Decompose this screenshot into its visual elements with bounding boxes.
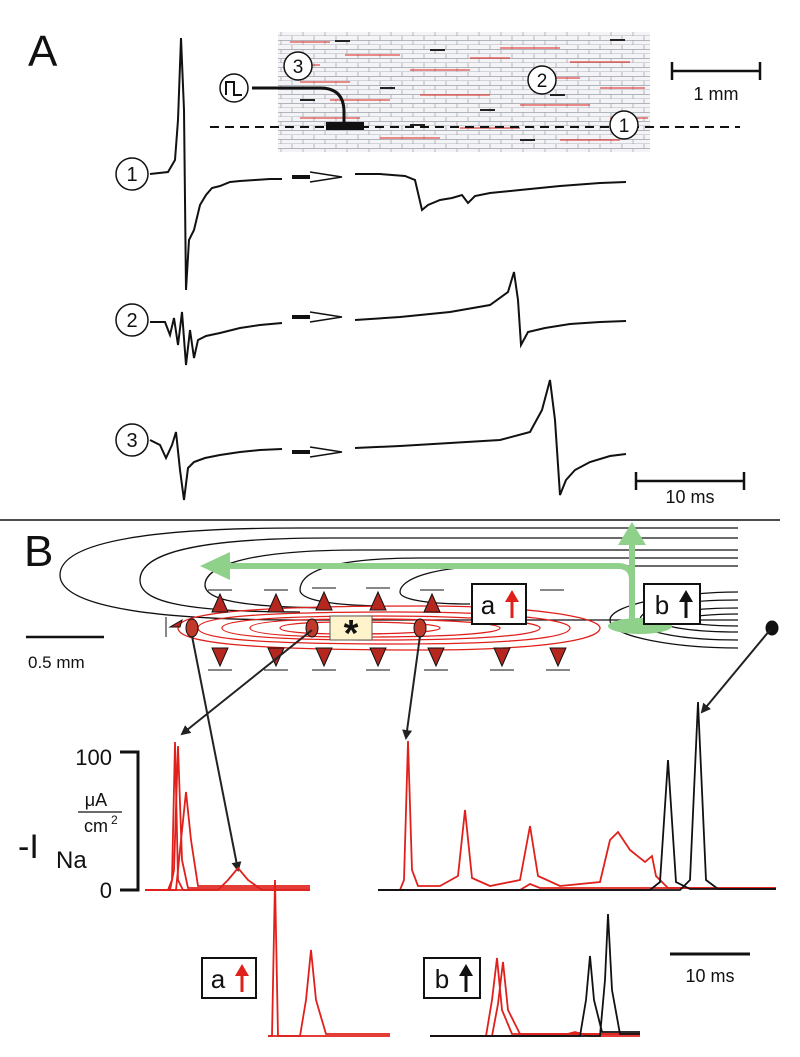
svg-text:1: 1 <box>619 116 630 137</box>
trace-label-3: 3 <box>115 423 149 457</box>
trace-1-left <box>149 37 282 291</box>
svg-text:*: * <box>344 613 359 655</box>
svg-text:b: b <box>435 964 449 994</box>
y-axis-label: -I <box>18 828 39 866</box>
svg-text:10 ms: 10 ms <box>665 487 714 507</box>
svg-text:1: 1 <box>126 164 137 186</box>
electrode-markers <box>165 587 570 671</box>
box-b-bottom: b <box>423 957 481 999</box>
skip-arrow-1 <box>292 171 343 183</box>
svg-text:b: b <box>655 590 669 620</box>
skip-arrow-2 <box>292 311 343 323</box>
scale-bar-10ms-a: 10 ms <box>634 472 746 507</box>
pointer-arrows <box>180 629 771 872</box>
unit-superscript: 2 <box>111 813 118 827</box>
panel-b-label: B <box>24 527 53 576</box>
scale-bar-10ms-b: 10 ms <box>670 952 750 986</box>
isochrone-contours-red <box>177 605 601 651</box>
current-traces-a <box>268 879 390 1037</box>
stim-symbol <box>219 73 249 103</box>
stim-electrode <box>326 122 364 130</box>
svg-text:2: 2 <box>126 310 137 332</box>
panel-a-label: A <box>28 27 58 76</box>
box-a-up-red: a <box>471 583 527 625</box>
trace-3-left <box>149 431 283 501</box>
scale-bar-1mm: 1 mm <box>670 62 762 104</box>
svg-text:3: 3 <box>126 430 137 452</box>
trace-3-right <box>354 379 627 496</box>
svg-text:3: 3 <box>293 57 304 78</box>
stimulus-site-star: * <box>329 613 373 655</box>
site-marker-2: 2 <box>527 65 557 95</box>
unit-numerator: μA <box>85 790 107 810</box>
skip-arrow-3 <box>292 446 343 458</box>
svg-text:10 ms: 10 ms <box>685 966 734 986</box>
unit-denominator: cm <box>84 816 108 836</box>
site-marker-1: 1 <box>609 110 639 140</box>
y-tick-100: 100 <box>75 745 112 770</box>
site-marker-3: 3 <box>283 51 313 81</box>
y-axis-label-sub: Na <box>56 847 87 874</box>
tissue-block <box>278 32 650 152</box>
trace-1-right <box>355 173 627 212</box>
y-axis: 100 0 -I Na μA cm 2 <box>18 745 140 903</box>
svg-text:a: a <box>481 590 496 620</box>
trace-label-1: 1 <box>115 157 149 191</box>
current-traces-left <box>145 741 310 891</box>
propagation-path-green <box>200 522 672 634</box>
svg-text:1 mm: 1 mm <box>694 84 739 104</box>
current-traces-right <box>378 701 776 891</box>
svg-text:a: a <box>211 964 226 994</box>
current-traces-b <box>430 913 640 1037</box>
svg-text:2: 2 <box>537 71 548 92</box>
stim-wire <box>252 86 346 126</box>
trace-2-left <box>150 311 283 366</box>
box-a-bottom: a <box>201 957 257 999</box>
scale-bar-0-5mm: 0.5 mm <box>26 635 104 672</box>
y-tick-0: 0 <box>100 878 112 903</box>
trace-label-2: 2 <box>115 303 149 337</box>
trace-2-right <box>354 271 627 349</box>
box-b-up-black: b <box>643 583 701 625</box>
svg-text:0.5 mm: 0.5 mm <box>28 653 85 672</box>
